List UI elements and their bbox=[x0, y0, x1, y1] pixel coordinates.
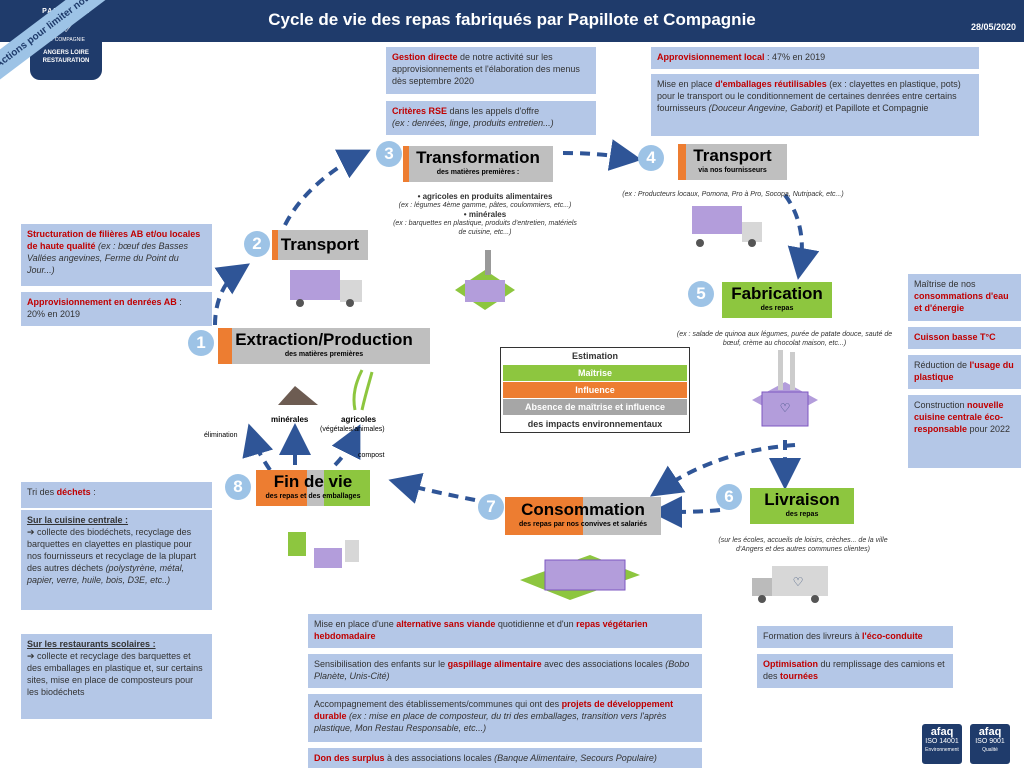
arrow-6-7 bbox=[650, 443, 796, 497]
mineral-pile-icon bbox=[278, 386, 318, 405]
delivery-truck-icon: ♡ bbox=[752, 566, 828, 603]
transformation-notes: • agricoles en produits alimentaires (ex… bbox=[393, 192, 577, 236]
box-optimisation: Optimisation du remplissage des camions … bbox=[757, 654, 953, 688]
box-reduction: Réduction de l'usage du plastique bbox=[908, 355, 1021, 389]
arrow-6b-7 bbox=[650, 495, 721, 528]
step-6-livraison: Livraison des repas bbox=[750, 488, 854, 524]
agri-sub-label: (végétales/animales) bbox=[320, 426, 385, 433]
legend-influence: Influence bbox=[503, 382, 687, 398]
legend-estimation: Estimation Maîtrise Influence Absence de… bbox=[500, 347, 690, 433]
elimination-label: élimination bbox=[204, 432, 238, 439]
step-3-number: 3 bbox=[376, 141, 402, 167]
legend-footer: des impacts environnementaux bbox=[527, 419, 663, 429]
box-restaurants: Sur les restaurants scolaires : ➔ collec… bbox=[21, 634, 212, 719]
step-2-transport: Transport bbox=[272, 230, 368, 260]
compost-label: compost bbox=[358, 452, 385, 459]
box-construction: Construction nouvelle cuisine centrale é… bbox=[908, 395, 1021, 468]
step-2-number: 2 bbox=[244, 231, 270, 257]
step-7-consommation: Consommation des repas par nos convives … bbox=[505, 497, 661, 535]
page-title: Cycle de vie des repas fabriqués par Pap… bbox=[268, 10, 756, 29]
truck-icon bbox=[290, 270, 362, 307]
legend-title: Estimation bbox=[571, 351, 618, 361]
box-emballages: Mise en place d'emballages réutilisables… bbox=[651, 74, 979, 136]
logo-middle-text: ET COMPAGNIE bbox=[47, 37, 85, 43]
factory-icon bbox=[455, 250, 515, 310]
truck-2-icon bbox=[692, 206, 762, 247]
legend-maitrise: Maîtrise bbox=[503, 365, 687, 381]
livraison-note: (sur les écoles, accueils de loisirs, cr… bbox=[718, 537, 888, 553]
agri-label: agricoles bbox=[341, 415, 377, 424]
afaq-iso14001-badge: afaq ISO 14001 Environnement bbox=[922, 724, 962, 764]
step-1-extraction: Extraction/Production des matières premi… bbox=[218, 328, 430, 364]
step-6-number: 6 bbox=[716, 484, 742, 510]
box-sans-viande: Mise en place d'une alternative sans via… bbox=[308, 614, 702, 648]
box-cuisine-centrale: Sur la cuisine centrale : ➔ collecte des… bbox=[21, 510, 212, 610]
arrow-1-2 bbox=[213, 263, 250, 326]
header-bar: Cycle de vie des repas fabriqués par Pap… bbox=[0, 0, 1024, 42]
arrow-2-3 bbox=[283, 149, 371, 226]
afaq-iso9001-badge: afaq ISO 9001 Qualité bbox=[970, 724, 1010, 764]
svg-text:♡: ♡ bbox=[780, 401, 791, 415]
step-8-fin-de-vie: Fin de vie des repas et des emballages bbox=[256, 470, 370, 506]
legend-absence: Absence de maîtrise et influence bbox=[503, 399, 687, 415]
box-accompagnement: Accompagnement des établissements/commun… bbox=[308, 694, 702, 742]
box-filieres: Structuration de filières AB et/ou local… bbox=[21, 224, 212, 286]
arrow-8-agri bbox=[331, 424, 361, 467]
step-8-number: 8 bbox=[225, 474, 251, 500]
transport4-note: (ex : Producteurs locaux, Pomona, Pro à … bbox=[622, 191, 844, 198]
arrow-7-8 bbox=[388, 472, 476, 504]
step-4-number: 4 bbox=[638, 145, 664, 171]
box-appro-ab: Approvisionnement en denrées AB : 20% en… bbox=[21, 292, 212, 326]
step-7-number: 7 bbox=[478, 494, 504, 520]
mineral-label: minérales bbox=[271, 415, 309, 424]
box-cuisson: Cuisson basse T°C bbox=[908, 327, 1021, 349]
arrow-4-5 bbox=[783, 193, 820, 280]
step-3-transformation: Transformation des matières premières : bbox=[403, 146, 553, 182]
logo-bottom-text: ANGERS LOIRE RESTAURATION bbox=[42, 50, 90, 64]
box-dechets: Tri des déchets : bbox=[21, 482, 212, 508]
arrow-3-4 bbox=[562, 139, 642, 171]
box-appro-local: Approvisionnement local : 47% en 2019 bbox=[651, 47, 979, 69]
kitchen-icon: ♡ bbox=[752, 350, 818, 427]
fabrication-note: (ex : salade de quinoa aux légumes, puré… bbox=[676, 331, 893, 347]
wheat-icon bbox=[352, 369, 374, 411]
bins-icon bbox=[288, 532, 359, 568]
box-surplus: Don des surplus à des associations local… bbox=[308, 748, 702, 768]
school-icon bbox=[520, 555, 640, 600]
box-maitrise: Maîtrise de nos consommations d'eau et d… bbox=[908, 274, 1021, 321]
step-5-fabrication: Fabrication des repas bbox=[722, 282, 832, 318]
arrow-8-elim bbox=[242, 423, 274, 472]
box-gaspillage: Sensibilisation des enfants sur le gaspi… bbox=[308, 654, 702, 688]
box-rse: Critères RSE dans les appels d'offre (ex… bbox=[386, 101, 596, 135]
box-formation: Formation des livreurs à l'éco-conduite bbox=[757, 626, 953, 648]
step-4-transport: Transport via nos fournisseurs bbox=[678, 144, 787, 180]
svg-text:♡: ♡ bbox=[793, 575, 804, 589]
date-label: 28/05/2020 bbox=[970, 22, 1016, 32]
box-gestion: Gestion directe de notre activité sur le… bbox=[386, 47, 596, 94]
step-5-number: 5 bbox=[688, 281, 714, 307]
step-1-number: 1 bbox=[188, 330, 214, 356]
